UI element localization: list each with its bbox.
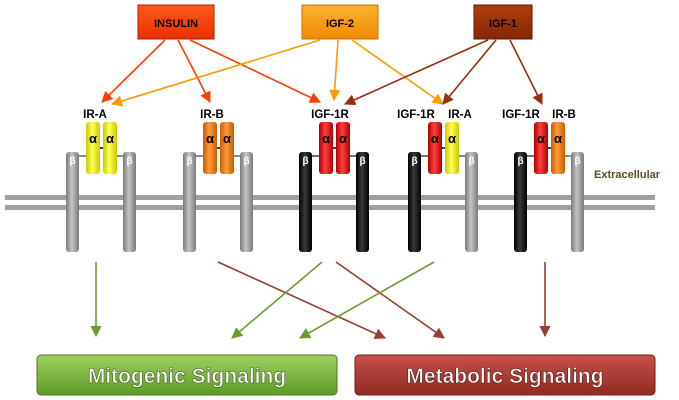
- receptor-hybrid-igf1r-ir-b: [514, 122, 584, 252]
- label-hybrid2-ir-b: IR-B: [552, 109, 576, 121]
- arrow-irb-to-metabolic: [217, 261, 387, 339]
- arrow-igf2-to-hybrid-ira: [351, 39, 444, 105]
- arrow-insulin-to-irb: [177, 39, 211, 103]
- label-igf1r: IGF-1R: [311, 109, 349, 121]
- alpha-subunit: [551, 122, 565, 174]
- beta-symbol: β: [69, 156, 75, 167]
- insulin-ligand: INSULIN: [137, 4, 215, 40]
- arrow-insulin-to-igf1r: [189, 39, 322, 103]
- arrow-igf2-to-ira: [110, 39, 321, 107]
- alpha-symbol: α: [448, 131, 456, 146]
- alpha-symbol: α: [431, 131, 439, 146]
- mitogenic-label: Mitogenic Signaling: [88, 365, 286, 388]
- beta-subunit: [123, 152, 136, 252]
- alpha-subunit: [534, 122, 548, 174]
- beta-subunit: [514, 152, 527, 252]
- arrow-insulin-to-ira: [101, 39, 166, 103]
- cell-membrane: [5, 195, 655, 210]
- arrow-igf1-to-hybrid2: [509, 39, 543, 106]
- metabolic-label: Metabolic Signaling: [406, 365, 603, 388]
- arrow-igf1-to-igf1r: [343, 39, 489, 105]
- label-ir-a: IR-A: [83, 109, 107, 121]
- beta-symbol: β: [411, 156, 417, 167]
- igf1-label: IGF-1: [489, 18, 517, 30]
- beta-subunit: [183, 152, 196, 252]
- arrow-igf2-to-igf1r: [329, 39, 341, 102]
- alpha-symbol: α: [554, 131, 562, 146]
- receptor-hybrid-igf1r-ir-a: [408, 122, 478, 252]
- beta-subunit: [356, 152, 369, 252]
- insulin-label: INSULIN: [154, 18, 198, 30]
- alpha-symbol: α: [339, 131, 347, 146]
- arrow-igf1r-to-metabolic: [335, 261, 445, 339]
- alpha-subunit: [220, 122, 234, 174]
- beta-symbol: β: [126, 156, 132, 167]
- alpha-symbol: α: [206, 131, 214, 146]
- label-hybrid1-ir-a: IR-A: [448, 109, 472, 121]
- beta-subunit: [408, 152, 421, 252]
- label-hybrid1-igf1r: IGF-1R: [397, 109, 435, 121]
- alpha-subunit: [319, 122, 333, 174]
- beta-symbol: β: [302, 156, 308, 167]
- mitogenic-signaling-box: Mitogenic Signaling: [36, 354, 338, 396]
- alpha-symbol: α: [106, 131, 114, 146]
- receptor-ir-b: [183, 122, 253, 252]
- igf2-ligand: IGF-2: [301, 4, 379, 40]
- arrow-igf1r-to-mitogenic: [231, 261, 323, 339]
- beta-subunit: [240, 152, 253, 252]
- beta-symbol: β: [574, 156, 580, 167]
- igf2-label: IGF-2: [326, 18, 354, 30]
- beta-symbol: β: [517, 156, 523, 167]
- metabolic-signaling-box: Metabolic Signaling: [354, 354, 656, 396]
- label-hybrid2-igf1r: IGF-1R: [502, 109, 540, 121]
- alpha-subunit: [203, 122, 217, 174]
- alpha-symbol: α: [89, 131, 97, 146]
- alpha-subunit: [428, 122, 442, 174]
- beta-subunit: [571, 152, 584, 252]
- arrow-hybrid1-to-mitogenic: [299, 261, 435, 339]
- extracellular-label: Extracellular: [594, 169, 661, 181]
- arrow-igf1-to-hybrid1: [442, 39, 497, 105]
- alpha-symbol: α: [322, 131, 330, 146]
- receptor-ir-a: [66, 122, 136, 252]
- label-ir-b: IR-B: [200, 109, 224, 121]
- alpha-subunit: [336, 122, 350, 174]
- beta-symbol: β: [186, 156, 192, 167]
- alpha-subunit: [103, 122, 117, 174]
- alpha-symbol: α: [223, 131, 231, 146]
- beta-subunit: [66, 152, 79, 252]
- alpha-subunit: [445, 122, 459, 174]
- beta-subunit: [299, 152, 312, 252]
- receptor-igf1r: [299, 122, 369, 252]
- alpha-subunit: [86, 122, 100, 174]
- igf1-ligand: IGF-1: [473, 4, 533, 40]
- alpha-symbol: α: [537, 131, 545, 146]
- beta-subunit: [465, 152, 478, 252]
- beta-symbol: β: [468, 156, 474, 167]
- beta-symbol: β: [359, 156, 365, 167]
- beta-symbol: β: [243, 156, 249, 167]
